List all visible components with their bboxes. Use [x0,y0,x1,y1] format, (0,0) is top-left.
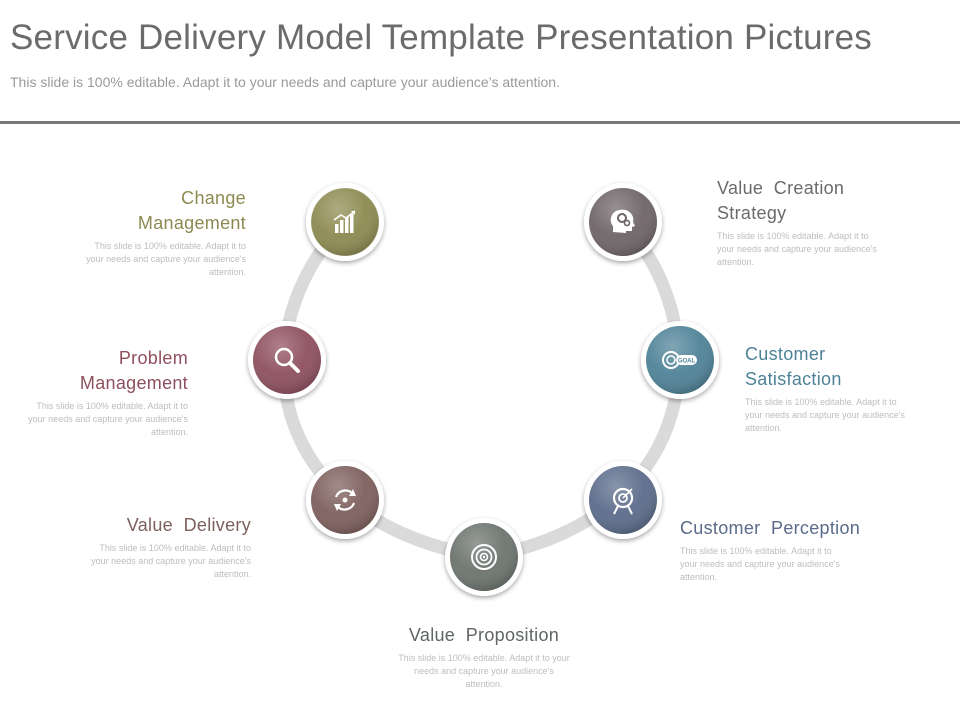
page-subtitle: This slide is 100% editable. Adapt it to… [10,74,560,90]
label-description: This slide is 100% editable. Adapt it to… [717,231,877,267]
label-title: Value Delivery [126,515,251,535]
label-description: This slide is 100% editable. Adapt it to… [86,241,246,277]
bar-chart-icon [333,210,356,233]
label-customer-perception: Customer Perception This slide is 100% e… [680,516,890,584]
label-title-line: Satisfaction [745,369,842,389]
target-icon [471,544,497,570]
label-title-line: Management [79,373,188,393]
page-title: Service Delivery Model Template Presenta… [10,18,872,57]
cycle-arrows-icon [334,489,356,511]
label-change-management: Change Management This slide is 100% edi… [60,186,246,279]
label-description: This slide is 100% editable. Adapt it to… [28,401,188,437]
node-customer-satisfaction[interactable]: GOAL [641,321,719,399]
label-title: Customer Perception [680,518,861,538]
header-divider [0,121,960,124]
label-description: This slide is 100% editable. Adapt it to… [91,543,251,579]
label-title-line: Value Creation [717,178,845,198]
label-problem-management: Problem Management This slide is 100% ed… [2,346,188,439]
target-stand-icon [612,487,634,515]
label-value-proposition: Value Proposition This slide is 100% edi… [392,623,576,691]
label-title: Value Proposition [408,625,560,645]
label-description: This slide is 100% editable. Adapt it to… [398,653,570,689]
label-description: This slide is 100% editable. Adapt it to… [680,546,840,582]
label-title-line: Strategy [717,203,787,223]
label-title-line: Management [137,213,246,233]
goal-icon-text: GOAL [678,359,696,365]
label-customer-satisfaction: Customer Satisfaction This slide is 100%… [745,342,925,435]
goal-icon: GOAL [662,351,697,369]
magnifier-icon [274,347,300,373]
node-value-creation-strategy[interactable] [584,183,662,261]
node-change-management[interactable] [306,183,384,261]
node-value-proposition[interactable] [445,518,523,596]
label-value-delivery: Value Delivery This slide is 100% editab… [60,513,251,581]
label-value-creation-strategy: Value Creation Strategy This slide is 10… [717,176,897,269]
label-title-line: Change [181,188,246,208]
label-description: This slide is 100% editable. Adapt it to… [745,397,905,433]
node-problem-management[interactable] [248,321,326,399]
node-value-delivery[interactable] [306,461,384,539]
head-gears-icon [610,209,635,233]
label-title-line: Problem [118,348,188,368]
node-customer-perception[interactable] [584,461,662,539]
label-title-line: Customer [745,344,826,364]
